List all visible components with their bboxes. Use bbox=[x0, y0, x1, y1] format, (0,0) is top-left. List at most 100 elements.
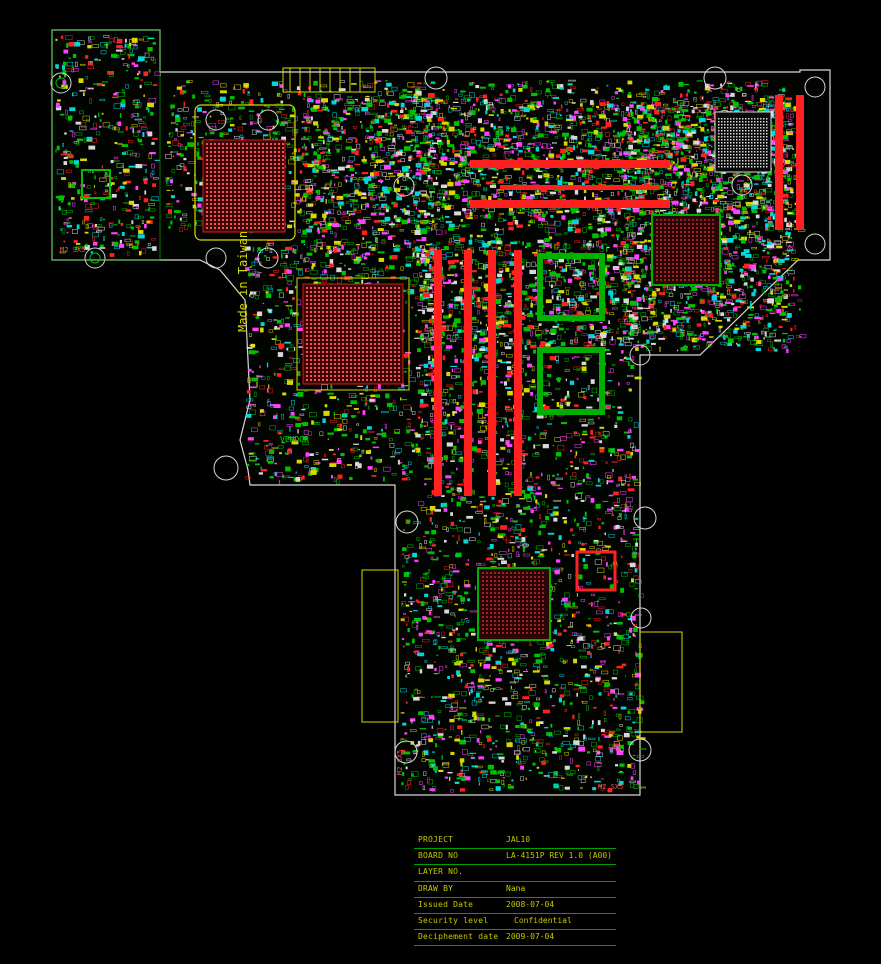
component-pad bbox=[735, 245, 741, 248]
component-pad bbox=[317, 109, 323, 112]
component-pad bbox=[363, 217, 371, 220]
component-pad bbox=[733, 329, 738, 334]
component-pad bbox=[554, 220, 556, 225]
component-pad bbox=[522, 170, 525, 175]
component-pad bbox=[587, 115, 590, 118]
component-pad bbox=[380, 192, 384, 196]
component-pad bbox=[133, 99, 140, 103]
component-pad bbox=[632, 140, 640, 143]
component-pad bbox=[426, 118, 432, 122]
component-pad bbox=[425, 327, 433, 332]
component-pad bbox=[354, 223, 357, 227]
component-pad bbox=[715, 198, 719, 200]
component-pad bbox=[399, 114, 405, 118]
component-pad bbox=[322, 139, 325, 145]
component-pad bbox=[75, 164, 79, 168]
component-pad bbox=[767, 207, 773, 211]
component-pad bbox=[742, 292, 745, 296]
component-pad bbox=[325, 198, 327, 204]
component-pad bbox=[370, 162, 378, 166]
component-pad bbox=[487, 241, 491, 246]
component-pad bbox=[238, 106, 245, 110]
component-pad bbox=[727, 338, 734, 344]
component-pad bbox=[393, 202, 398, 208]
component-pad bbox=[676, 211, 684, 215]
component-pad bbox=[523, 146, 530, 150]
component-pad bbox=[294, 193, 300, 197]
component-pad bbox=[763, 95, 768, 100]
component-pad bbox=[643, 175, 651, 179]
component-pad bbox=[706, 118, 712, 120]
component-pad bbox=[429, 196, 432, 202]
component-pad bbox=[99, 247, 106, 249]
component-pad bbox=[452, 146, 455, 150]
component-pad bbox=[370, 199, 376, 201]
component-pad bbox=[66, 154, 74, 159]
component-pad bbox=[111, 241, 119, 246]
component-pad bbox=[431, 100, 436, 102]
component-pad bbox=[308, 184, 313, 190]
component-pad bbox=[321, 98, 328, 103]
component-pad bbox=[442, 332, 445, 337]
component-pad bbox=[591, 102, 595, 107]
component-pad bbox=[121, 232, 125, 237]
component-pad bbox=[98, 112, 100, 117]
component-pad bbox=[260, 409, 264, 413]
component-pad bbox=[315, 239, 322, 244]
component-pad bbox=[353, 203, 359, 209]
component-pad bbox=[93, 83, 99, 85]
component-pad bbox=[754, 231, 761, 236]
component-pad bbox=[255, 458, 260, 460]
component-pad bbox=[545, 299, 552, 304]
component-pad bbox=[172, 140, 179, 146]
component-pad bbox=[692, 198, 697, 202]
component-pad bbox=[446, 95, 449, 101]
component-pad bbox=[434, 223, 436, 227]
component-pad bbox=[58, 206, 61, 211]
component-pad bbox=[413, 95, 416, 98]
component-pad bbox=[587, 131, 594, 134]
component-pad bbox=[205, 132, 207, 136]
component-pad bbox=[728, 220, 734, 225]
component-pad bbox=[382, 99, 385, 102]
component-pad bbox=[209, 125, 217, 131]
component-pad bbox=[361, 107, 369, 112]
component-pad bbox=[145, 168, 147, 173]
component-pad bbox=[381, 432, 387, 438]
component-pad bbox=[657, 154, 664, 157]
component-pad bbox=[680, 105, 688, 108]
component-pad bbox=[761, 80, 769, 84]
component-pad bbox=[482, 305, 488, 310]
component-pad bbox=[598, 246, 604, 248]
component-pad bbox=[174, 215, 176, 219]
component-pad bbox=[415, 95, 422, 101]
component-pad bbox=[513, 126, 515, 130]
component-pad bbox=[616, 105, 619, 111]
component-pad bbox=[146, 220, 151, 223]
component-pad bbox=[700, 143, 707, 147]
component-pad bbox=[754, 335, 756, 341]
component-pad bbox=[56, 145, 60, 151]
component-pad bbox=[583, 189, 587, 193]
component-pad bbox=[414, 230, 422, 235]
component-pad bbox=[291, 297, 295, 301]
component-pad bbox=[311, 160, 316, 164]
component-pad bbox=[694, 91, 697, 94]
component-pad bbox=[248, 368, 252, 372]
component-pad bbox=[479, 235, 482, 237]
component-pad bbox=[629, 128, 631, 132]
component-pad bbox=[591, 123, 597, 126]
component-pad bbox=[71, 69, 75, 73]
component-pad bbox=[302, 475, 305, 480]
component-pad bbox=[677, 100, 685, 106]
component-pad bbox=[512, 88, 516, 93]
component-pad bbox=[526, 117, 529, 120]
component-pad bbox=[339, 136, 342, 140]
component-pad bbox=[116, 188, 118, 193]
component-pad bbox=[448, 227, 455, 231]
component-pad bbox=[336, 267, 342, 273]
component-pad bbox=[601, 110, 604, 114]
component-pad bbox=[744, 272, 748, 276]
component-pad bbox=[63, 150, 68, 153]
component-pad bbox=[568, 79, 576, 82]
